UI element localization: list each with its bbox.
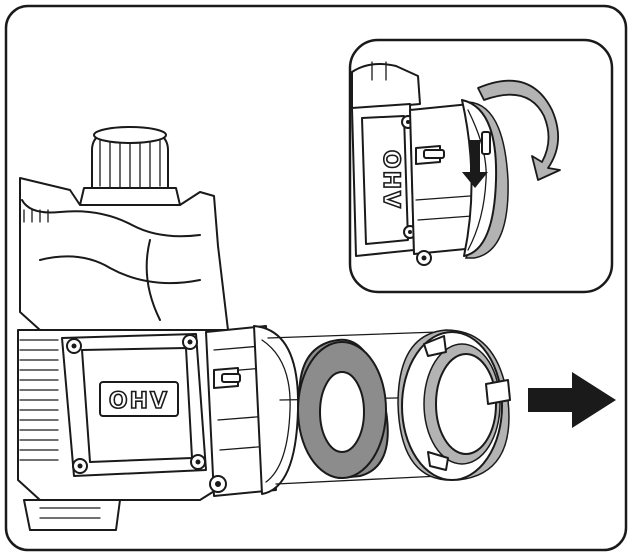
engine-ohv-label: OHV <box>109 389 169 414</box>
fuel-cap <box>79 126 181 206</box>
inset-ohv-label: OHV <box>378 150 403 210</box>
remove-arrow-icon <box>528 372 616 428</box>
foam-filter-element <box>297 338 389 480</box>
press-arrow-icon <box>462 140 488 188</box>
engine-assembly: OHV <box>17 126 300 531</box>
fuel-tank <box>19 177 229 331</box>
rotation-detail-inset: OHV <box>348 38 614 294</box>
air-filter-base <box>205 325 300 497</box>
rotate-arrow-icon <box>477 79 561 181</box>
filter-cover <box>397 329 511 481</box>
